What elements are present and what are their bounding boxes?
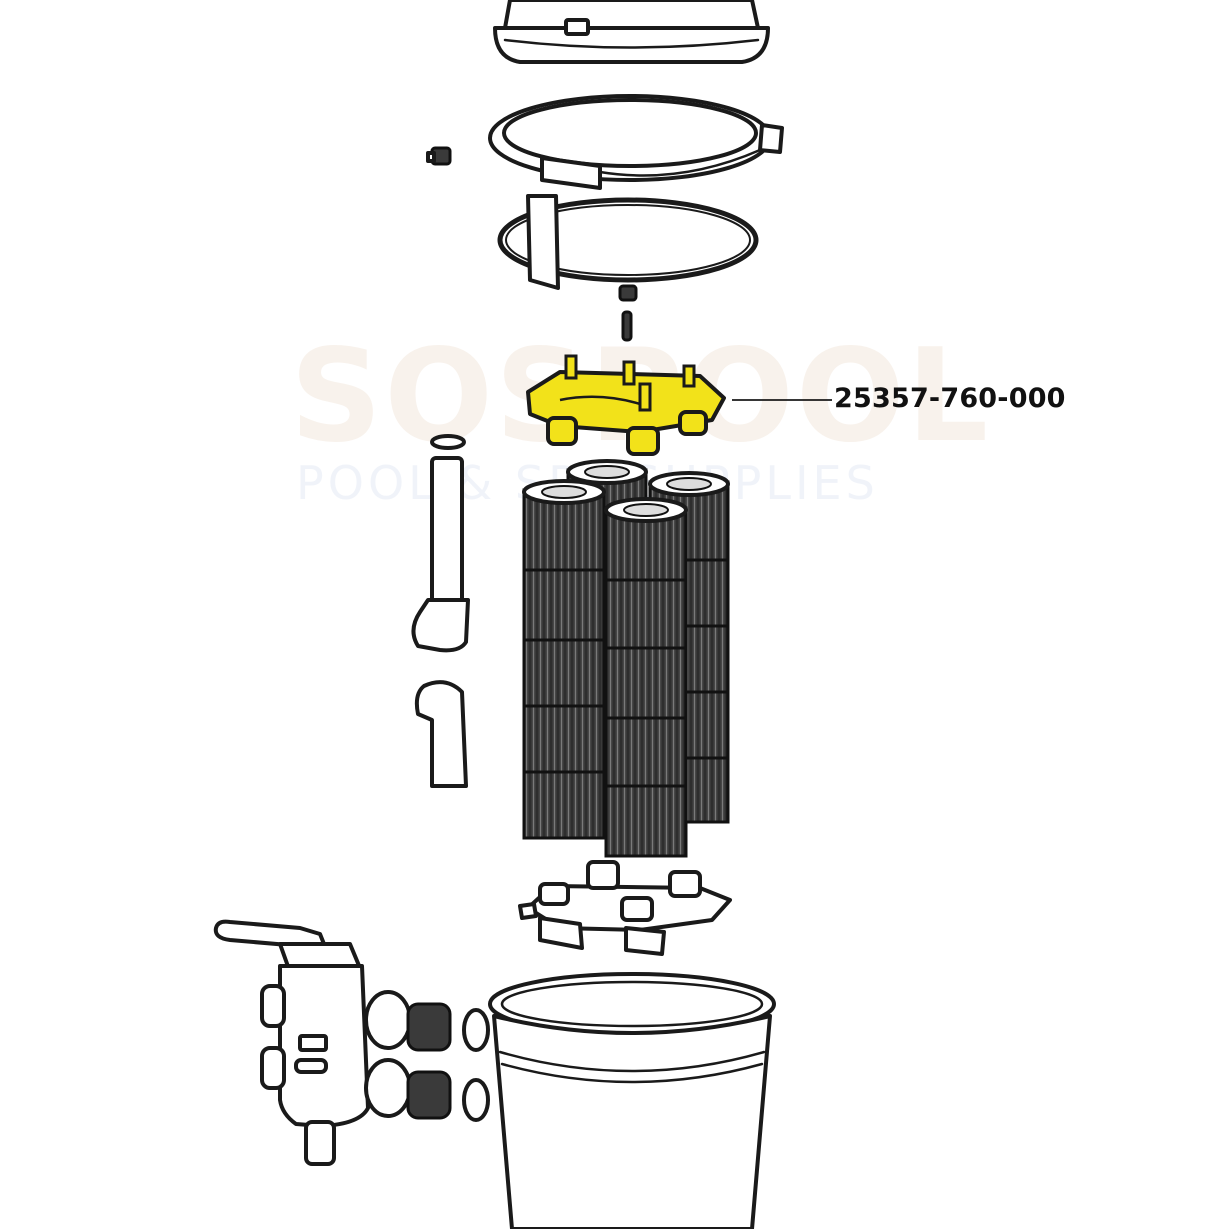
multiport-valve xyxy=(213,919,412,1166)
filter-cartridges xyxy=(522,459,730,858)
cartridge-front-right xyxy=(604,497,688,858)
standpipe-assembly xyxy=(411,434,470,788)
air-relief-knob xyxy=(426,146,452,166)
filter-tank-body xyxy=(488,972,776,1229)
part-number-label: 25357-760-000 xyxy=(834,383,1066,414)
tank-o-ring xyxy=(497,194,759,290)
bottom-manifold xyxy=(518,860,732,956)
clamp-band xyxy=(488,94,784,190)
union-fittings xyxy=(406,1002,490,1122)
top-manifold-highlighted xyxy=(526,354,726,456)
cartridge-front-left xyxy=(522,479,606,840)
center-pin xyxy=(618,284,638,342)
filter-lid xyxy=(493,0,770,64)
